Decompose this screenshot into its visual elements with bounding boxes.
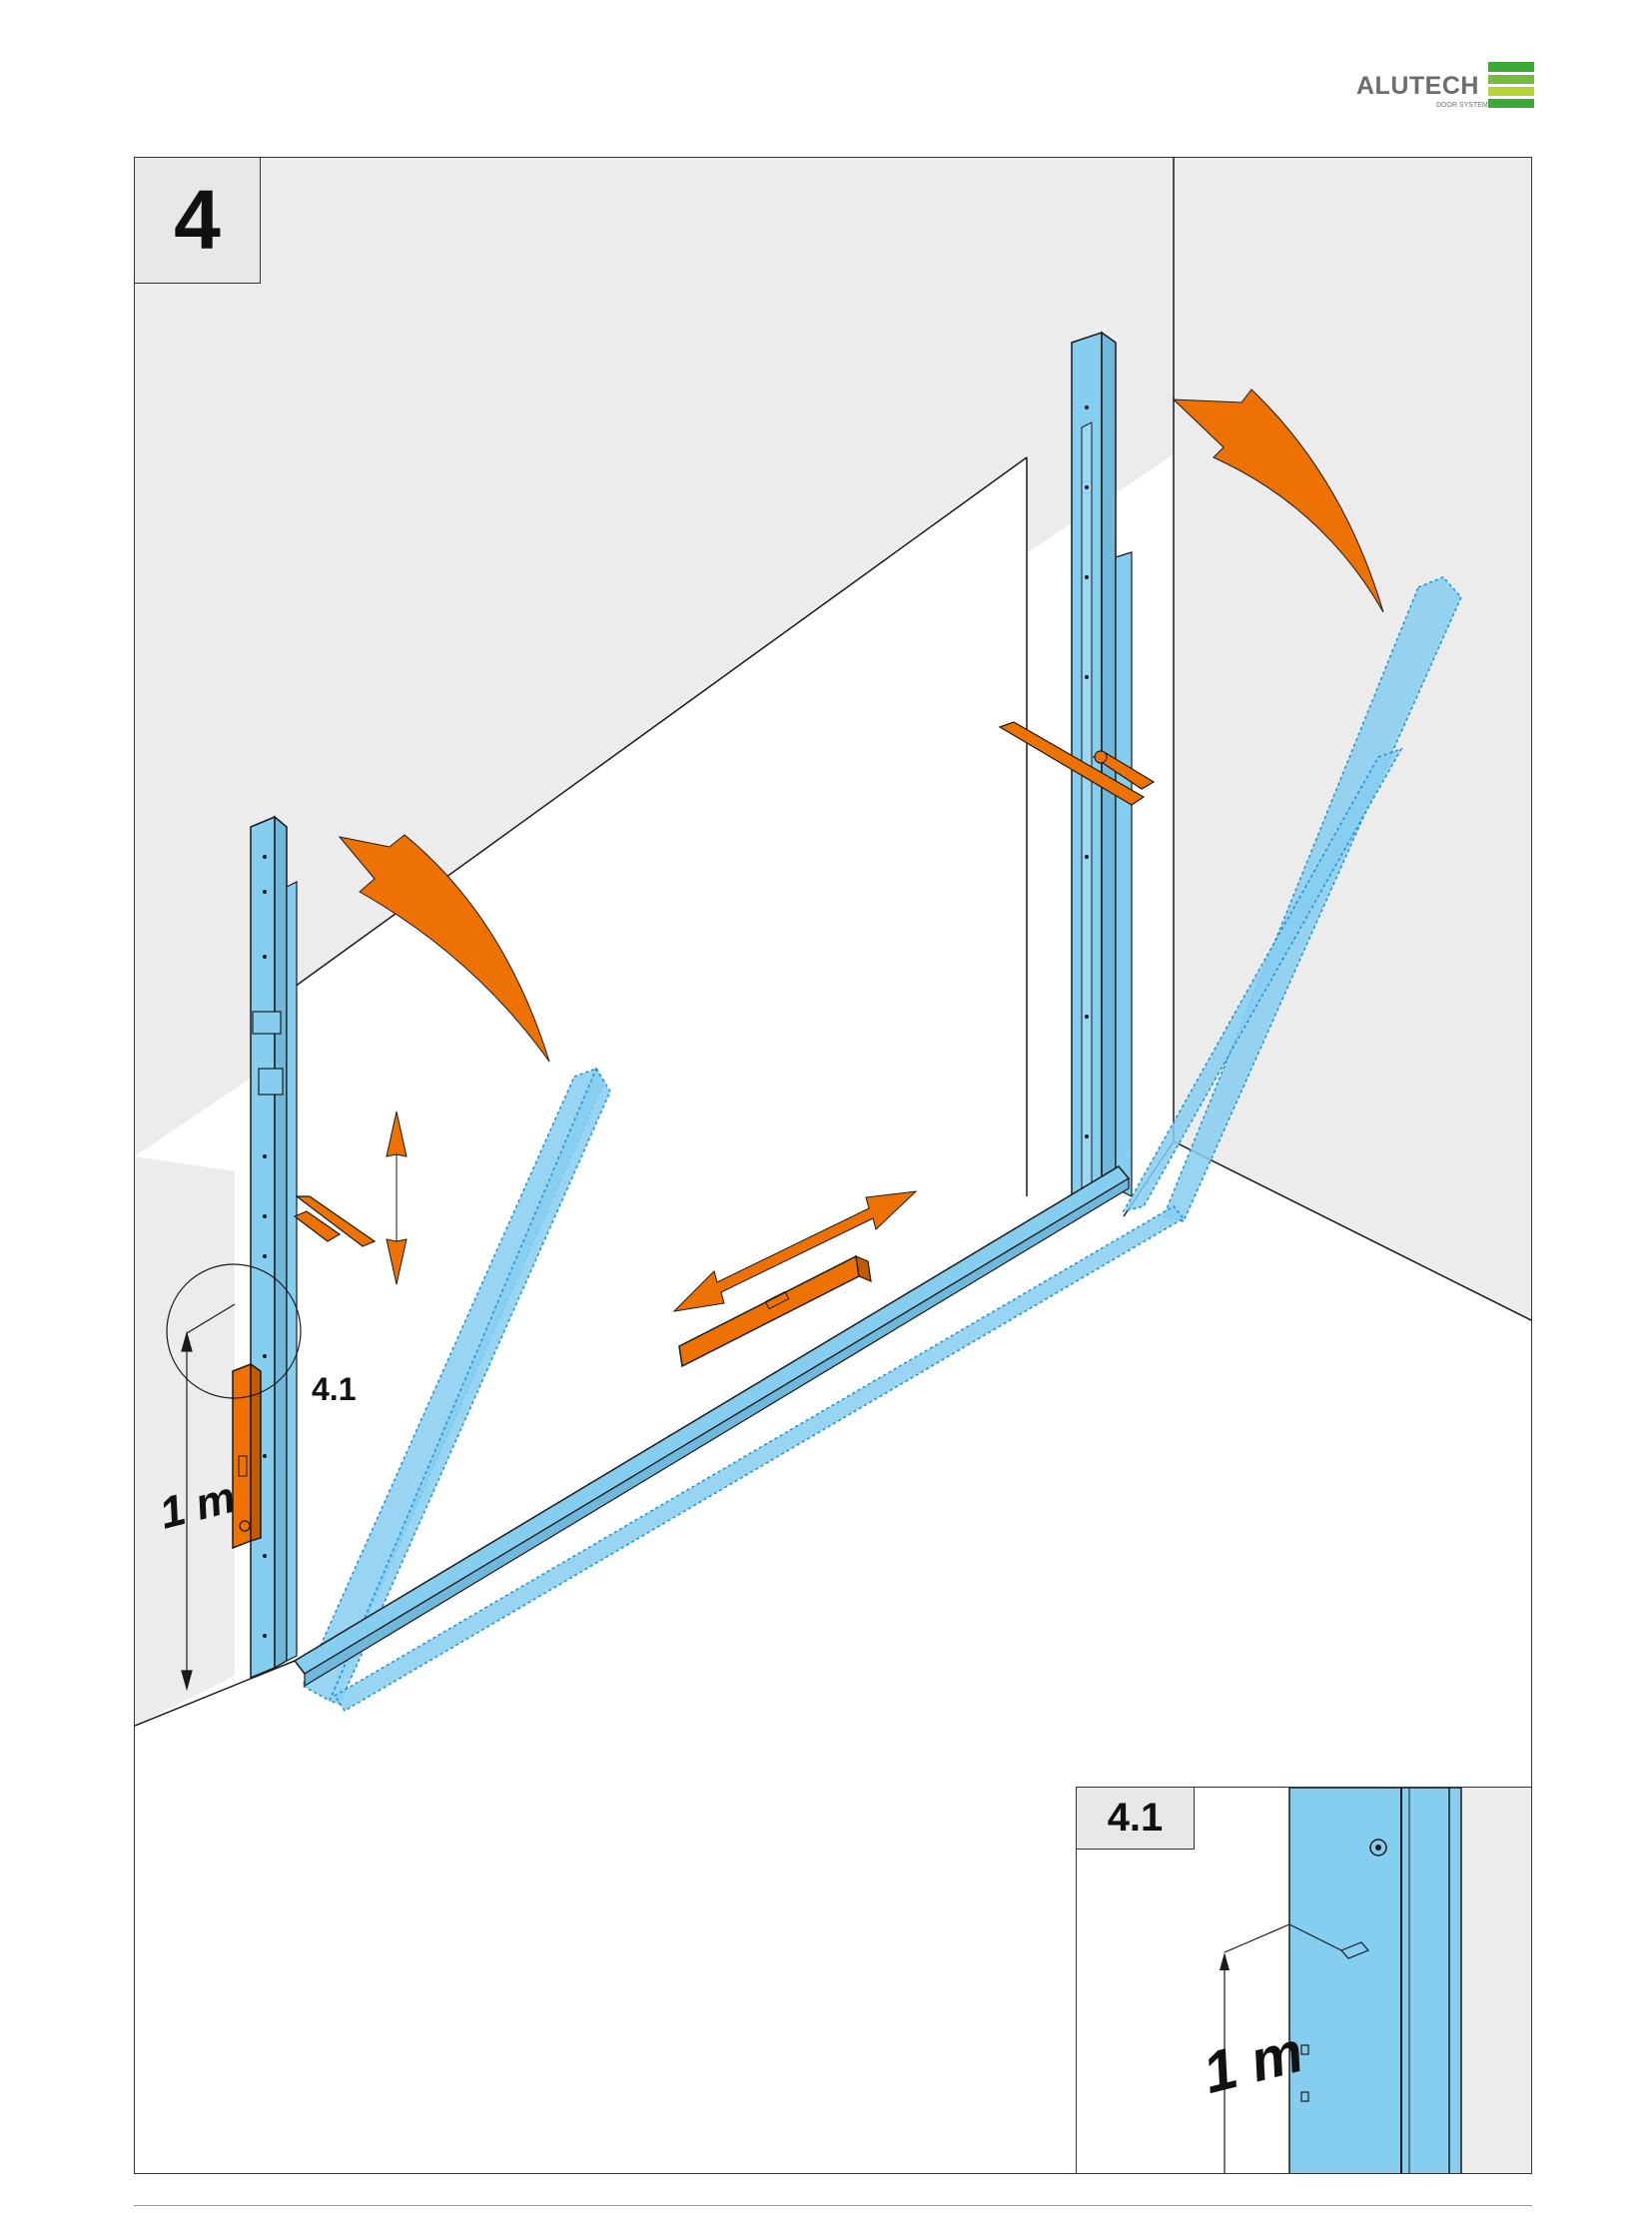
door-frame-assembly-illustration: [135, 158, 1531, 1731]
curved-arrow-left: [338, 834, 550, 1063]
vertical-double-arrow: [386, 1111, 408, 1285]
orange-arrows: [338, 388, 1384, 1312]
brand-logo: ALUTECH DOOR SYSTEMS: [1338, 62, 1538, 112]
brand-subtitle: DOOR SYSTEMS: [1436, 102, 1493, 109]
detail-number: 4.1: [1107, 1796, 1164, 1840]
center-spirit-level: [678, 1254, 872, 1368]
left-tilted-profile: [302, 1067, 611, 1705]
brand-stripes-icon: [1488, 62, 1534, 108]
curved-arrow-right: [1172, 388, 1384, 613]
detail-inset: 4.1 1 m: [1076, 1787, 1531, 2173]
left-wall-shade: [135, 1156, 235, 1726]
right-wall: [1174, 158, 1531, 1320]
left-vertical-profile: [250, 815, 298, 1680]
callout-circle: [166, 1263, 302, 1399]
horizontal-double-arrow: [672, 1190, 918, 1312]
step-number-box: 4: [135, 158, 261, 284]
right-clamp: [998, 721, 1156, 806]
left-clamp: [293, 1195, 377, 1247]
dimension-line: [181, 1303, 236, 1692]
bottom-beam: [293, 1165, 1131, 1688]
detail-illustration: [1220, 1788, 1531, 2173]
brand-name: ALUTECH: [1356, 72, 1479, 100]
door-opening: [295, 457, 1027, 1731]
lower-tilted-beam: [333, 1205, 1186, 1713]
footer-divider: [134, 2205, 1532, 2206]
detail-callout-label: 4.1: [312, 1371, 357, 1407]
right-tilted-profile: [1122, 576, 1462, 1222]
left-spirit-level: [232, 1362, 262, 1550]
instruction-frame: 4 4.1 1 m 4.1 1 m: [134, 157, 1532, 2174]
step-number: 4: [174, 173, 221, 267]
detail-number-box: 4.1: [1077, 1788, 1195, 1850]
